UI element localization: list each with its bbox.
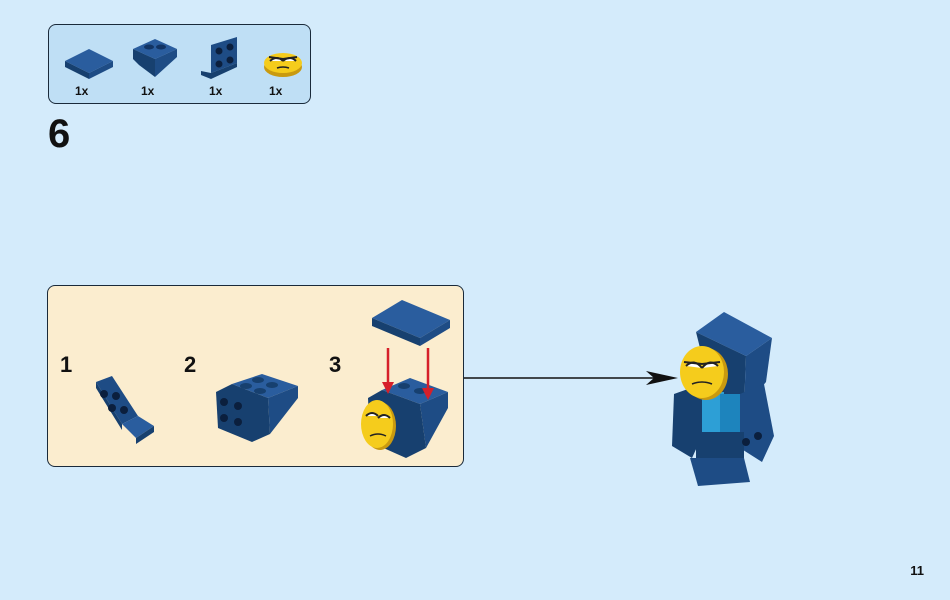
part-qty: 1x <box>141 84 154 98</box>
part-inverted-slope-brick: 1x <box>125 25 185 105</box>
face-tile-icon <box>253 35 313 85</box>
substep-1-bracket-icon <box>88 376 160 448</box>
part-printed-round-tile: 1x <box>253 25 313 105</box>
result-arrow-icon <box>464 370 682 386</box>
plate-2x2-icon <box>59 35 119 85</box>
substep-3-assembly-icon <box>358 298 462 466</box>
part-angle-bracket: 1x <box>193 25 253 105</box>
substep-number: 2 <box>184 352 196 378</box>
substep-number: 1 <box>60 352 72 378</box>
page-number: 11 <box>910 563 924 578</box>
part-qty: 1x <box>209 84 222 98</box>
substep-number: 3 <box>329 352 341 378</box>
substep-callout-box: 1 2 3 <box>47 285 464 467</box>
angle-bracket-icon <box>193 35 253 85</box>
part-qty: 1x <box>269 84 282 98</box>
step-number: 6 <box>48 112 70 157</box>
final-model-icon <box>662 312 780 488</box>
inverted-slope-brick-icon <box>125 35 185 85</box>
substep-2-assembly-icon <box>210 370 306 450</box>
part-plate-2x2: 1x <box>59 25 119 105</box>
parts-list-box: 1x 1x 1x 1x <box>48 24 311 104</box>
part-qty: 1x <box>75 84 88 98</box>
